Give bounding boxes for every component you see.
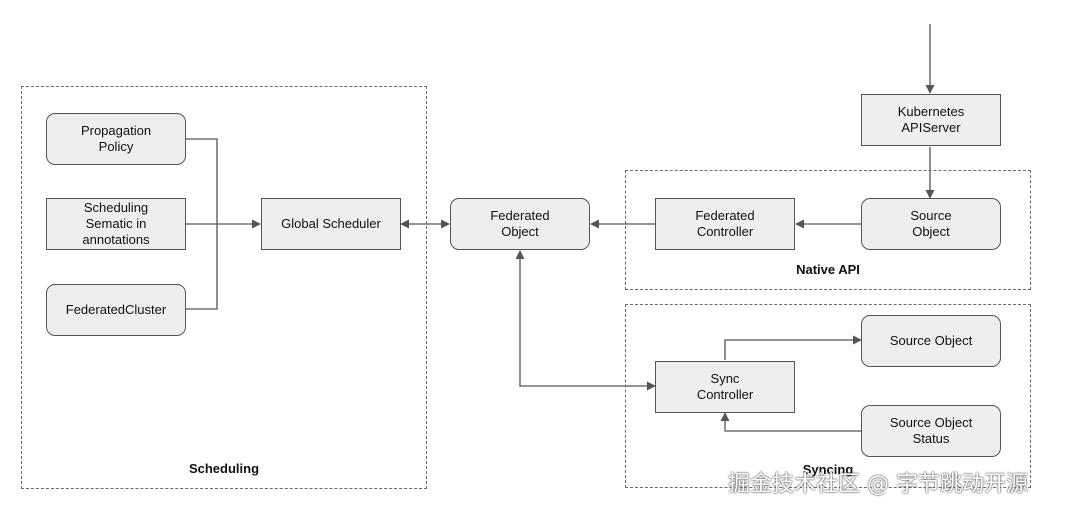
edge-federated-object-sync	[515, 250, 656, 391]
watermark: 掘金技术社区 @ 字节跳动开源	[728, 472, 1028, 497]
node-propagation-policy: Propagation Policy	[46, 113, 186, 165]
group-syncing-label: Syncing	[802, 462, 854, 477]
edge-sync-to-source	[724, 335, 862, 360]
node-federated-object: Federated Object	[450, 198, 590, 250]
node-global-scheduler: Global Scheduler	[261, 198, 401, 250]
group-native-api: Native API	[625, 170, 1031, 290]
node-source-object-native: Source Object	[861, 198, 1001, 250]
node-scheduling-sematic: Scheduling Sematic in annotations	[46, 198, 186, 250]
group-native-api-label: Native API	[796, 262, 860, 277]
node-federated-controller: Federated Controller	[655, 198, 795, 250]
node-sync-controller: Sync Controller	[655, 361, 795, 413]
node-federated-cluster: FederatedCluster	[46, 284, 186, 336]
group-scheduling: Scheduling	[21, 86, 427, 489]
group-scheduling-label: Scheduling	[188, 461, 260, 476]
node-source-object-status: Source Object Status	[861, 405, 1001, 457]
node-kubernetes-apiserver: Kubernetes APIServer	[861, 94, 1001, 146]
edge-status-to-sync	[720, 412, 861, 432]
group-syncing: Syncing	[625, 304, 1031, 488]
node-source-object-sync: Source Object	[861, 315, 1001, 367]
